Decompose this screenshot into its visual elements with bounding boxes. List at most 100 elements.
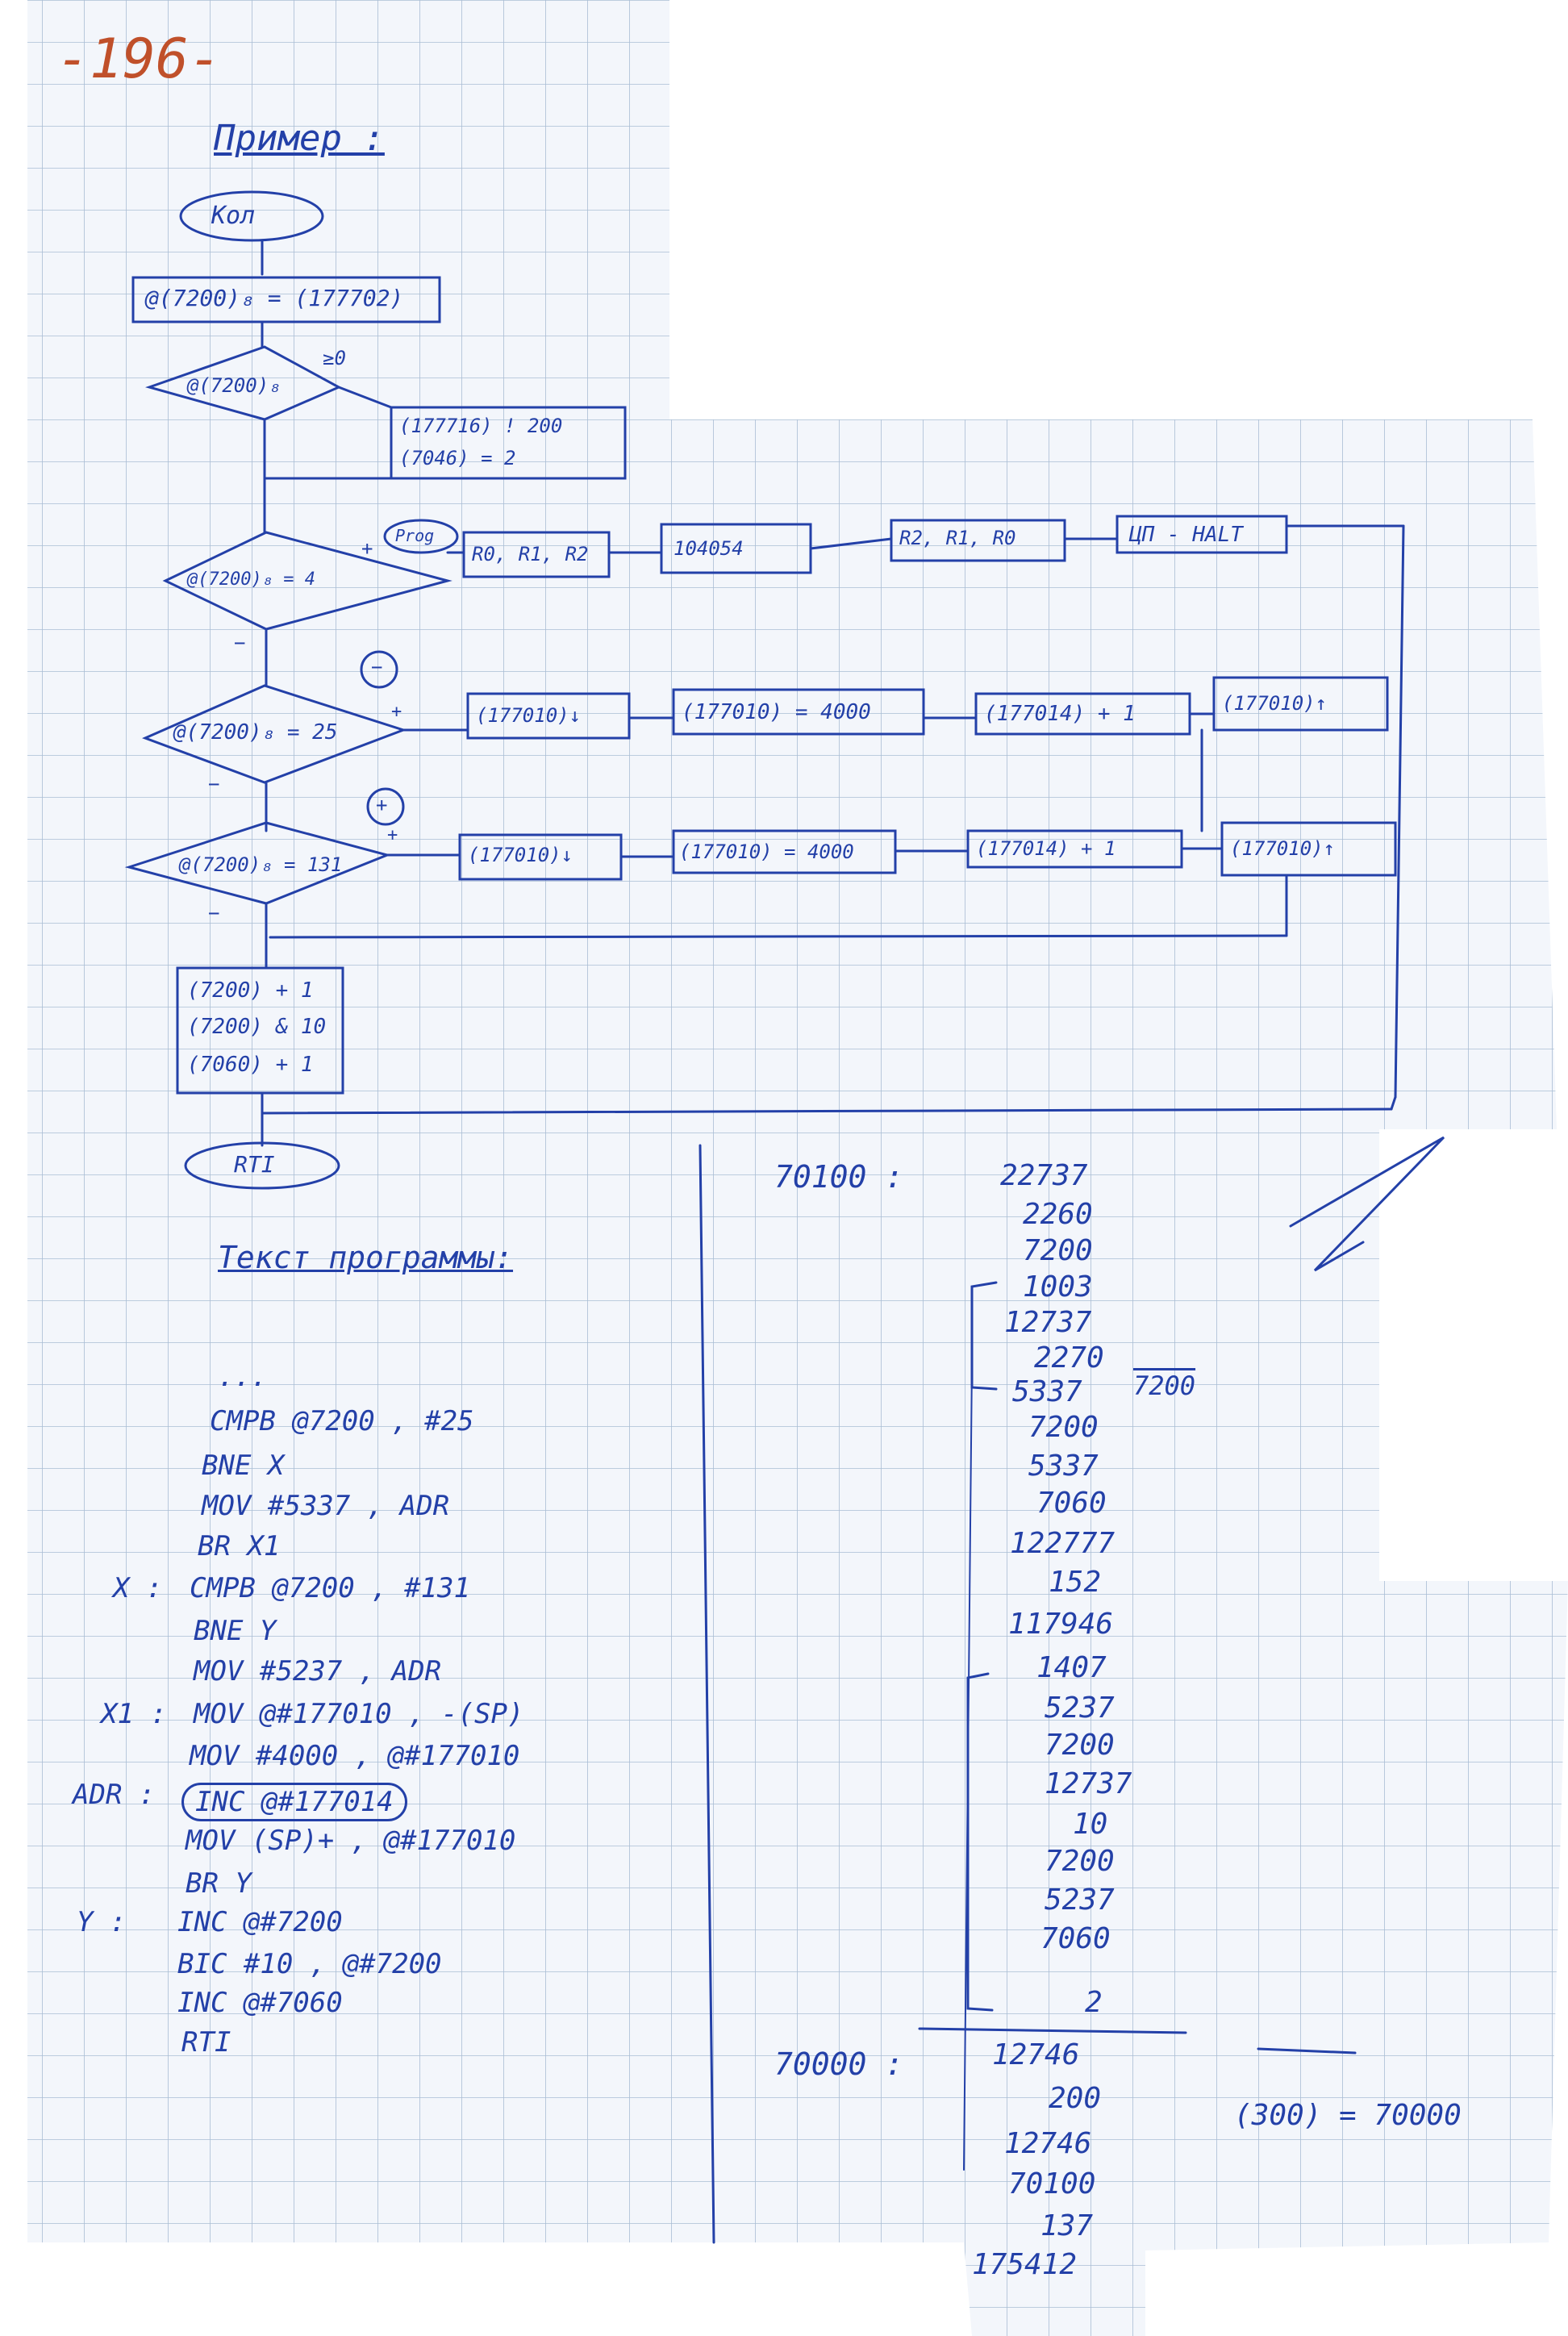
cond2-no-label: − [234, 632, 246, 654]
cond4-no-label: − [208, 902, 220, 924]
memory-word: 117946 [1008, 1608, 1114, 1641]
memory-word: 12737 [1004, 1306, 1092, 1339]
page-heading: Пример : [214, 118, 385, 159]
row3-box2-label: (177010) = 4000 [682, 700, 871, 724]
box-a-line2: (7046) = 2 [399, 447, 516, 469]
row3-box4-label: (177010)↑ [1222, 692, 1328, 715]
cond4-label: @(7200)₈ = 131 [179, 853, 343, 876]
pop-box [890, 519, 1066, 562]
code-line: MOV (SP)+ , @#177010 [186, 1825, 516, 1857]
halt-box [1116, 515, 1288, 554]
code-label: Y : [77, 1906, 127, 1938]
end-box-line1: (7200) + 1 [187, 978, 314, 1003]
cond3-yes-label: + [391, 702, 402, 722]
push-regs-label: R0, R1, R2 [472, 543, 589, 565]
row4-box4-label: (177010)↑ [1230, 837, 1336, 860]
memory-word: 12746 [1004, 2127, 1092, 2160]
row3-box4 [1212, 676, 1389, 732]
memory-word: 200 [1049, 2082, 1102, 2115]
proc-label: Prog [395, 526, 435, 545]
page-number: -196- [56, 27, 222, 91]
memory-word: 2270 [1034, 1341, 1104, 1374]
end-box-line3: (7060) + 1 [187, 1053, 314, 1077]
halt-label: ЦП - HALT [1129, 523, 1243, 547]
memory-word: 2 [1085, 1986, 1103, 2019]
code-line: BNE Y [194, 1615, 277, 1647]
row3-box2 [672, 688, 925, 736]
code-line: BR Y [186, 1867, 252, 1900]
row3-box1-label: (177010)↓ [476, 704, 582, 727]
memory-word: 7200 [1023, 1234, 1093, 1267]
code-line: MOV @#177010 , -(SP) [194, 1698, 524, 1730]
code-line: CMPB @7200 , #131 [190, 1572, 470, 1604]
memory-word: 22737 [1000, 1159, 1088, 1192]
cond1-label: @(7200)₈ [187, 374, 281, 397]
cond3-no-label: − [208, 773, 220, 795]
memory-address-2: 70000 : [774, 2046, 904, 2082]
finish-oval [184, 1141, 340, 1190]
memory-word: 70100 [1008, 2167, 1096, 2200]
code-line: INC @#7200 [177, 1906, 343, 1938]
code-line: RTI [181, 2026, 231, 2059]
plus-mark: + [376, 794, 388, 816]
memory-note: (300) = 70000 [1234, 2099, 1462, 2132]
minus-mark: − [371, 656, 383, 678]
row4-box3-label: (177014) + 1 [976, 837, 1116, 860]
memory-address-1: 70100 : [774, 1159, 904, 1195]
end-box-line2: (7200) & 10 [187, 1015, 327, 1039]
end-box [176, 966, 344, 1095]
memory-word: 7200 [1045, 1845, 1115, 1878]
memory-word: 5237 [1045, 1692, 1115, 1725]
row3-box3-label: (177014) + 1 [984, 702, 1136, 726]
memory-word: 5337 [1028, 1450, 1099, 1483]
memory-word: 7200 [1045, 1729, 1115, 1762]
row4-box2-label: (177010) = 4000 [679, 841, 854, 863]
cond4-yes-label: + [387, 825, 398, 845]
code-label: ADR : [73, 1779, 156, 1811]
code-line: BNE X [202, 1450, 285, 1482]
cond2-label: @(7200)₈ = 4 [187, 569, 315, 590]
push-box [462, 531, 611, 578]
code-label: X1 : [101, 1698, 167, 1730]
assign-box [131, 276, 441, 323]
start-label: Кол [211, 202, 256, 230]
memory-word: 175412 [972, 2248, 1078, 2281]
code-line: INC @#7060 [177, 1987, 343, 2019]
memory-word: 7200 [1028, 1411, 1099, 1444]
code-line: ... [218, 1361, 268, 1393]
code-line: CMPB @7200 , #25 [210, 1405, 474, 1437]
cond3-label: @(7200)₈ = 25 [173, 720, 338, 745]
row4-box4 [1220, 821, 1397, 877]
memory-word: 1003 [1023, 1270, 1093, 1304]
memory-word: 1407 [1036, 1651, 1107, 1684]
assign-label: @(7200)₈ = (177702) [145, 285, 404, 311]
memory-word: 137 [1040, 2209, 1094, 2242]
code-line: BIC #10 , @#7200 [177, 1948, 442, 1980]
row4-box1-label: (177010)↓ [468, 844, 573, 866]
cond1-branch-label: ≥0 [323, 347, 346, 369]
box-a [390, 406, 627, 480]
code-line: BR X1 [198, 1530, 281, 1562]
memory-word: 152 [1049, 1566, 1102, 1599]
memory-word: 2260 [1023, 1198, 1093, 1231]
cond2-yes-label: + [361, 537, 373, 560]
code-line: MOV #5237 , ADR [194, 1655, 442, 1687]
memory-word: 5337 [1012, 1375, 1082, 1408]
box-a-line1: (177716) ! 200 [399, 415, 563, 437]
code-line: MOV #4000 , @#177010 [190, 1740, 520, 1772]
memory-word: 12746 [992, 2038, 1080, 2071]
code-label: X : [113, 1572, 163, 1604]
memory-word: 5237 [1045, 1883, 1115, 1917]
start-oval [179, 190, 324, 242]
memory-word: 7060 [1040, 1922, 1111, 1955]
memory-word: 7060 [1036, 1487, 1107, 1520]
memory-annotation: 7200 [1133, 1370, 1196, 1401]
call-label: 104054 [673, 537, 744, 560]
program-heading: Текст программы: [218, 1240, 514, 1275]
memory-word: 10 [1073, 1808, 1108, 1841]
code-line: MOV #5337 , ADR [202, 1490, 450, 1522]
row3-box1 [466, 692, 631, 740]
code-line: INC @#177014 [181, 1783, 407, 1821]
